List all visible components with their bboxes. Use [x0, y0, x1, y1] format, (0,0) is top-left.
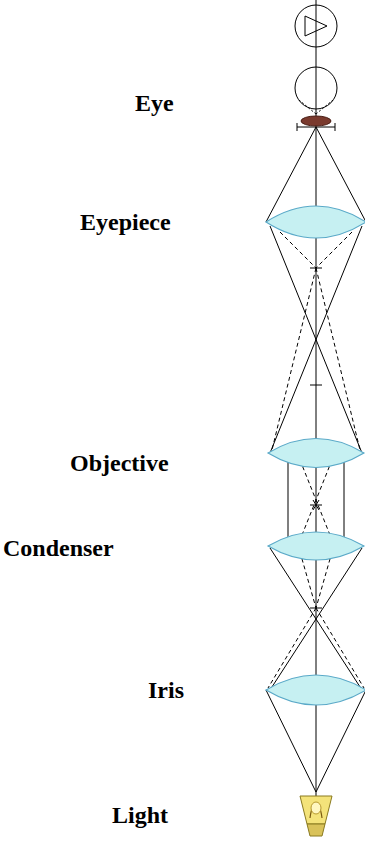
light-bulb	[300, 796, 332, 836]
part-label: Eye	[135, 91, 174, 115]
part-label: Eyepiece	[80, 210, 171, 234]
part-label: Condenser	[3, 536, 114, 560]
observer-circle	[295, 5, 337, 47]
part-label: Iris	[148, 678, 184, 702]
iris-lens	[266, 675, 365, 705]
part-label: Objective	[70, 451, 169, 475]
objective-lens	[268, 439, 364, 468]
part-label: Light	[112, 803, 168, 827]
eye-circle	[295, 67, 337, 109]
eyepiece-lens	[266, 206, 365, 238]
observer-triangle	[305, 16, 327, 36]
eye-pupil	[301, 116, 331, 126]
condenser-lens	[268, 532, 364, 560]
